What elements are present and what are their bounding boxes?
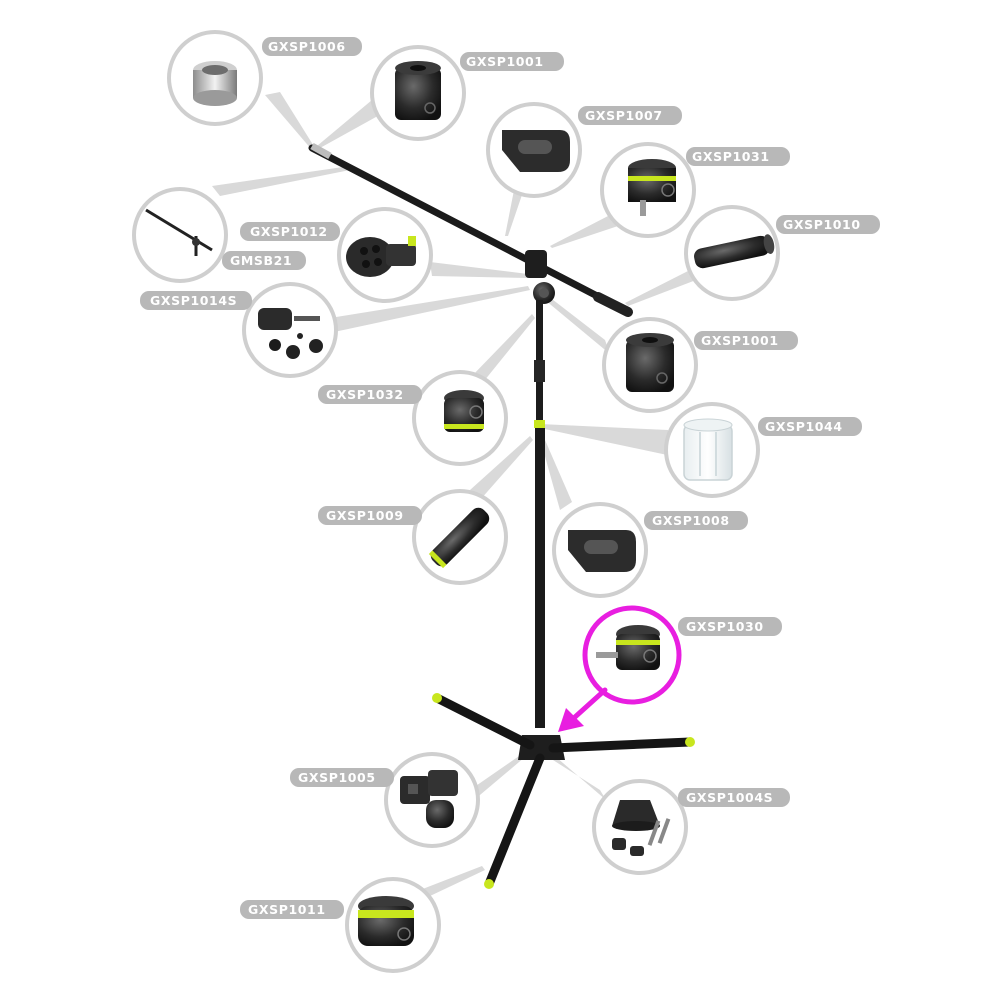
part-gxsp1031	[600, 142, 696, 238]
microphone-stand	[308, 142, 695, 889]
svg-text:GXSP1001: GXSP1001	[701, 333, 779, 348]
tag-gxsp1004s: GXSP1004S	[678, 788, 790, 807]
leader-lines	[212, 92, 696, 896]
part-gxsp1044	[664, 402, 760, 498]
part-gxsp1007	[486, 102, 582, 198]
tag-gxsp1044: GXSP1044	[758, 417, 862, 436]
svg-text:GXSP1001: GXSP1001	[466, 54, 544, 69]
tag-gxsp1011: GXSP1011	[240, 900, 344, 919]
svg-text:GXSP1012: GXSP1012	[250, 224, 328, 239]
part-gxsp1006	[167, 30, 263, 126]
tag-gxsp1032: GXSP1032	[318, 385, 422, 404]
part-gxsp1009	[412, 489, 508, 585]
tag-gxsp1007: GXSP1007	[578, 106, 682, 125]
tag-gmsb21: GMSB21	[222, 251, 306, 270]
svg-text:GXSP1032: GXSP1032	[326, 387, 404, 402]
svg-text:GXSP1008: GXSP1008	[652, 513, 730, 528]
svg-text:GXSP1011: GXSP1011	[248, 902, 326, 917]
part-gxsp1011	[345, 877, 441, 973]
svg-text:GXSP1006: GXSP1006	[268, 39, 346, 54]
part-gxsp1010	[684, 205, 780, 301]
tag-gxsp1012: GXSP1012	[240, 222, 340, 241]
svg-text:GXSP1005: GXSP1005	[298, 770, 376, 785]
part-gmsb21	[132, 187, 228, 283]
part-gxsp1032	[412, 370, 508, 466]
tag-gxsp1006: GXSP1006	[262, 37, 362, 56]
svg-text:GXSP1030: GXSP1030	[686, 619, 764, 634]
svg-text:GXSP1010: GXSP1010	[783, 217, 861, 232]
part-gxsp1030	[582, 605, 682, 705]
svg-text:GMSB21: GMSB21	[230, 253, 292, 268]
part-gxsp1001-mid	[602, 317, 698, 413]
tag-gxsp1031: GXSP1031	[686, 147, 790, 166]
part-gxsp1004s	[592, 779, 688, 875]
tag-gxsp1001-top: GXSP1001	[460, 52, 564, 71]
svg-text:GXSP1007: GXSP1007	[585, 108, 663, 123]
part-gxsp1014s	[242, 282, 338, 378]
tag-gxsp1001-mid: GXSP1001	[694, 331, 798, 350]
tag-gxsp1008: GXSP1008	[644, 511, 748, 530]
part-gxsp1005	[384, 752, 480, 848]
part-gxsp1012	[337, 207, 433, 303]
tag-gxsp1009: GXSP1009	[318, 506, 422, 525]
highlight-arrow	[558, 687, 608, 732]
svg-text:GXSP1044: GXSP1044	[765, 419, 843, 434]
part-gxsp1008	[552, 502, 648, 598]
part-gxsp1001-top	[370, 45, 466, 141]
tag-gxsp1005: GXSP1005	[290, 768, 394, 787]
tag-gxsp1010: GXSP1010	[776, 215, 880, 234]
tag-gxsp1030: GXSP1030	[678, 617, 782, 636]
svg-text:GXSP1009: GXSP1009	[326, 508, 404, 523]
svg-text:GXSP1031: GXSP1031	[692, 149, 770, 164]
svg-text:GXSP1004S: GXSP1004S	[686, 790, 773, 805]
svg-text:GXSP1014S: GXSP1014S	[150, 293, 237, 308]
tag-gxsp1014s: GXSP1014S	[140, 291, 252, 310]
